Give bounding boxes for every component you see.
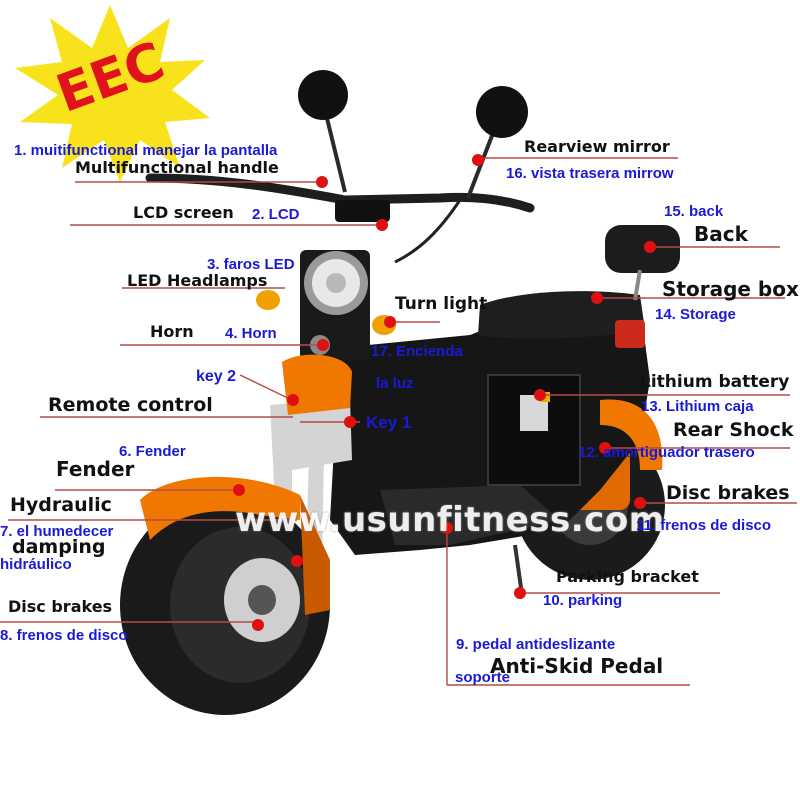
seat: [478, 291, 645, 339]
label-es-1: 1. muitifunctional manejar la pantalla: [14, 142, 278, 159]
label-es-13: 13. Lithium caja: [641, 398, 754, 415]
label-turn-light: Turn light: [395, 294, 488, 314]
label-remote-control: Remote control: [48, 394, 213, 416]
label-lcd-screen: LCD screen: [133, 203, 234, 222]
label-led-headlamps: LED Headlamps: [127, 271, 268, 290]
left-mirror: [298, 70, 348, 120]
label-anti-skid-pedal: Anti-Skid Pedal: [490, 654, 664, 678]
label-es-11: 11. frenos de disco: [636, 517, 772, 534]
label-hydraulic: Hydraulic: [10, 494, 112, 516]
anti-skid-pedal: [380, 485, 560, 545]
right-mirror: [476, 86, 528, 138]
label-rear-shock: Rear Shock: [673, 419, 794, 441]
eec-starburst: [15, 5, 210, 182]
label-es-15: 15. back: [664, 203, 724, 220]
label-es-12: 12. amortiguador trasero: [578, 444, 755, 461]
label-es-2: 2. LCD: [252, 206, 300, 223]
label-rearview-mirror: Rearview mirror: [524, 137, 670, 156]
label-back: Back: [694, 222, 748, 246]
label-disc-brakes-rear: Disc brakes: [666, 482, 790, 504]
label-es-4: 4. Horn: [225, 325, 277, 342]
label-es-16: 16. vista trasera mirrow: [506, 165, 674, 182]
label-multifunctional-handle: Multifunctional handle: [75, 158, 279, 177]
label-key-2: key 2: [196, 368, 237, 385]
label-es-7a: 7. el humedecer: [0, 523, 114, 540]
handlebar: [145, 173, 535, 213]
label-es-17b: la luz: [376, 375, 414, 392]
callout-dots: [233, 154, 656, 631]
label-es-8: 8. frenos de disco: [0, 627, 128, 644]
turn-light-left: [256, 290, 280, 310]
label-es-7b: hidráulico: [0, 556, 72, 573]
label-fender: Fender: [56, 457, 135, 481]
label-storage-box: Storage box: [662, 277, 799, 301]
parking-bracket: [513, 544, 524, 596]
label-es-9a: 9. pedal antideslizante: [456, 636, 616, 653]
label-es-10: 10. parking: [543, 592, 623, 609]
front-wheel: [120, 495, 330, 715]
label-es-9b: soporte: [455, 669, 511, 686]
label-parking-bracket: Parking bracket: [556, 567, 699, 586]
watermark: www.usunfitness.com: [235, 500, 665, 540]
backrest: [605, 225, 680, 273]
leader-lines: [0, 157, 797, 686]
label-disc-brakes-front: Disc brakes: [8, 597, 113, 616]
front-fender: [140, 476, 300, 540]
label-damping: damping: [12, 536, 106, 558]
label-lithium-battery: Lithium battery: [640, 372, 790, 392]
label-key-1: Key 1: [366, 413, 412, 432]
label-horn: Horn: [150, 322, 194, 341]
label-es-3: 3. faros LED: [207, 256, 295, 273]
label-es-14: 14. Storage: [655, 306, 736, 323]
front-body: [282, 354, 352, 415]
rear-fender: [600, 399, 663, 470]
label-es-17a: 17. Encienda: [371, 343, 463, 360]
label-es-6: 6. Fender: [119, 443, 186, 460]
